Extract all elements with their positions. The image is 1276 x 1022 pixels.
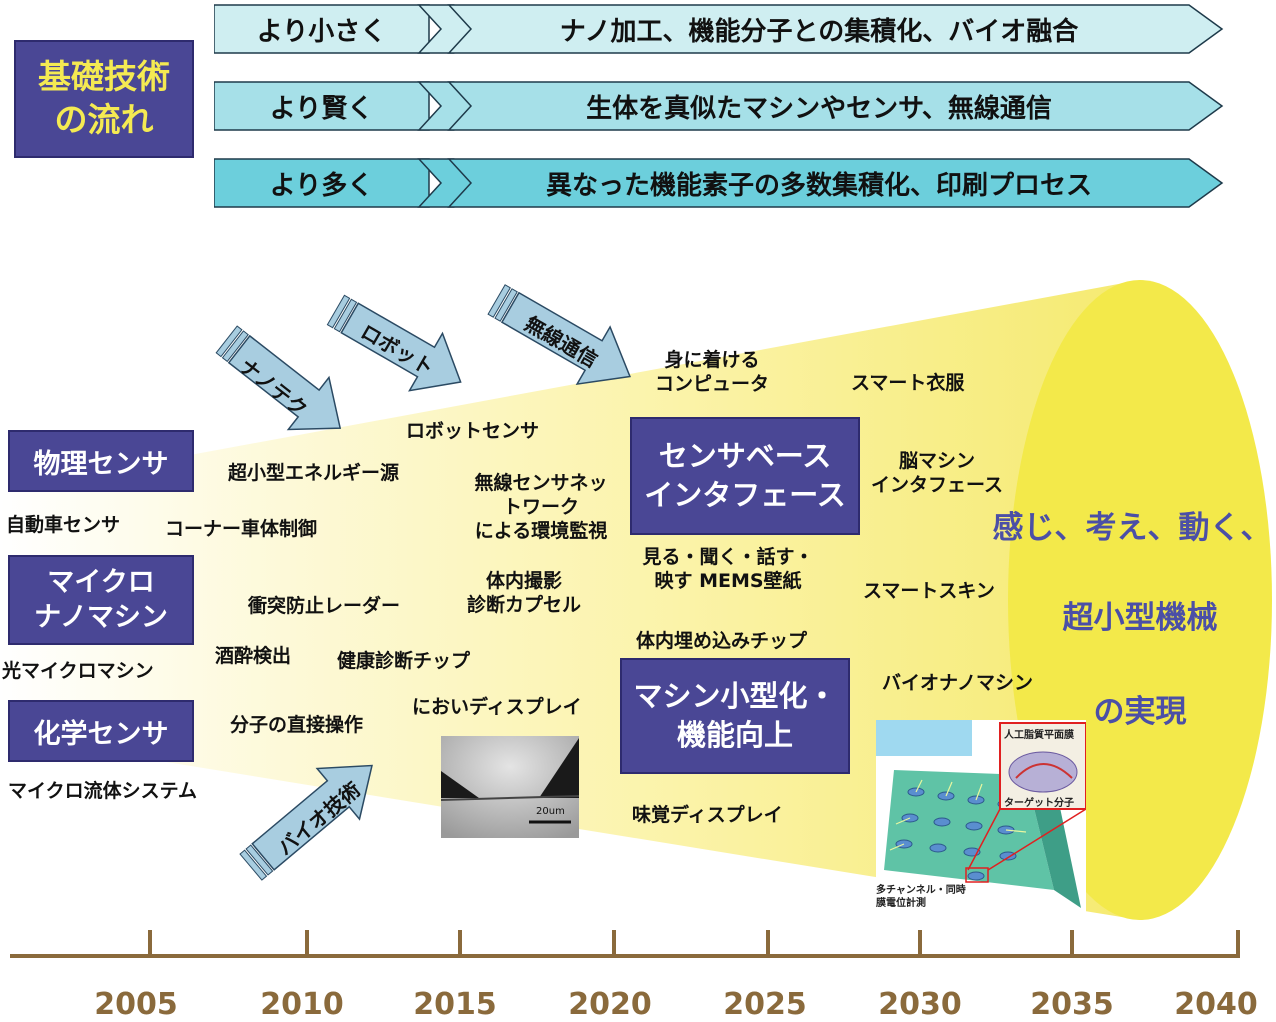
item-corner-control: コーナー車体制御 bbox=[165, 518, 318, 540]
header-title-line1: 基礎技術 bbox=[38, 57, 170, 97]
micrograph-scale-label: 20um bbox=[536, 806, 565, 817]
header-title-box: 基礎技術 の流れ bbox=[14, 40, 194, 158]
item-mems-line1: 見る・聞く・話す・ bbox=[642, 546, 814, 568]
membrane-label: 人工脂質平面膜 bbox=[1004, 730, 1074, 741]
item-mems-wallpaper: 見る・聞く・話す・ 映す MEMS壁紙 bbox=[628, 546, 828, 594]
flow-more-desc: 異なった機能素子の多数集積化、印刷プロセス bbox=[545, 170, 1092, 201]
flow-row-smaller: より小さく ナノ加工、機能分子との集積化、バイオ融合 bbox=[214, 3, 1224, 55]
timeline-axis bbox=[10, 930, 1240, 958]
item-microfluidic: マイクロ流体システム bbox=[8, 780, 198, 802]
goal-line3: の実現 bbox=[1093, 694, 1187, 730]
year-2040: 2040 bbox=[1174, 987, 1258, 1022]
item-health-chip: 健康診断チップ bbox=[337, 650, 471, 672]
item-capsule-line2: 診断カプセル bbox=[466, 593, 581, 616]
item-smell-display: においディスプレイ bbox=[412, 696, 582, 718]
item-smart-clothes: スマート衣服 bbox=[851, 372, 965, 394]
year-2035: 2035 bbox=[1030, 987, 1114, 1022]
target-molecule-label: ターゲット分子 bbox=[1004, 798, 1074, 809]
item-wsn-line1: 無線センサネッ bbox=[474, 472, 608, 494]
item-optical-micromachine: 光マイクロマシン bbox=[2, 660, 154, 682]
item-bio-nanomachine: バイオナノマシン bbox=[882, 672, 1034, 694]
item-wsn-line2: トワーク bbox=[502, 495, 579, 518]
miniaturization-box: マシン小型化・ 機能向上 bbox=[620, 658, 850, 774]
robot-arrow: ロボット bbox=[320, 282, 480, 412]
item-ultra-small-energy: 超小型エネルギー源 bbox=[228, 462, 400, 484]
flow-row-more: より多く 異なった機能素子の多数集積化、印刷プロセス bbox=[214, 157, 1224, 209]
item-wearable: 身に着ける コンピュータ bbox=[642, 349, 782, 397]
item-smart-skin: スマートスキン bbox=[863, 580, 995, 602]
year-2010: 2010 bbox=[260, 987, 344, 1022]
flow-smarter-desc: 生体を真似たマシンやセンサ、無線通信 bbox=[586, 93, 1052, 124]
item-wearable-line1: 身に着ける bbox=[664, 349, 760, 371]
year-2015: 2015 bbox=[413, 987, 497, 1022]
flow-row-smarter: より賢く 生体を真似たマシンやセンサ、無線通信 bbox=[214, 80, 1224, 132]
item-mems-line2: 映す MEMS壁紙 bbox=[654, 569, 802, 592]
bio-arrow: バイオ技術 bbox=[228, 745, 398, 885]
physical-sensor-box: 物理センサ bbox=[8, 430, 194, 492]
flow-more-label: より多く bbox=[269, 170, 374, 201]
item-capsule: 体内撮影 診断カプセル bbox=[456, 570, 592, 618]
micro-nano-box: マイクロ ナノマシン bbox=[8, 555, 194, 645]
item-drunk-detect: 酒酔検出 bbox=[215, 645, 292, 667]
miniaturization-line2: 機能向上 bbox=[676, 718, 793, 752]
micrograph-image: 20um bbox=[441, 736, 579, 838]
flow-smaller-desc: ナノ加工、機能分子との集積化、バイオ融合 bbox=[559, 16, 1079, 47]
year-2020: 2020 bbox=[568, 987, 652, 1022]
item-bmi: 脳マシン インタフェース bbox=[862, 450, 1012, 498]
item-bmi-line2: インタフェース bbox=[870, 473, 1004, 496]
item-collision-radar: 衝突防止レーダー bbox=[248, 595, 401, 617]
item-wearable-line2: コンピュータ bbox=[654, 372, 769, 395]
device-caption-line2: 膜電位計測 bbox=[876, 898, 926, 909]
item-robot-sensor: ロボットセンサ bbox=[406, 420, 540, 442]
device-caption: 多チャンネル・同時 膜電位計測 bbox=[876, 884, 966, 910]
item-molecule-operation: 分子の直接操作 bbox=[230, 714, 364, 736]
goal-line2: 超小型機械 bbox=[1062, 600, 1218, 636]
item-wsn-line3: による環境監視 bbox=[474, 519, 608, 542]
item-implant-chip: 体内埋め込みチップ bbox=[636, 630, 808, 652]
flow-smarter-label: より賢く bbox=[269, 93, 374, 124]
item-bmi-line1: 脳マシン bbox=[898, 450, 975, 472]
micro-nano-line2: ナノマシン bbox=[34, 602, 168, 633]
item-auto-sensor: 自動車センサ bbox=[6, 514, 121, 536]
header-title-line2: の流れ bbox=[54, 100, 154, 139]
goal-line1: 感じ、考え、動く、 bbox=[992, 510, 1272, 546]
miniaturization-line1: マシン小型化・ bbox=[633, 678, 837, 713]
chemical-sensor-box: 化学センサ bbox=[8, 700, 194, 762]
sensor-base-line2: インタフェース bbox=[644, 478, 846, 512]
flow-smaller-label: より小さく bbox=[256, 16, 387, 47]
item-taste-display: 味覚ディスプレイ bbox=[632, 804, 783, 826]
sensor-base-line1: センサベース bbox=[658, 438, 832, 473]
multichannel-device-image: 人工脂質平面膜 ターゲット分子 多チャンネル・同時 膜電位計測 bbox=[876, 720, 1086, 915]
micro-nano-line1: マイクロ bbox=[47, 566, 155, 598]
sensor-base-interface-box: センサベース インタフェース bbox=[630, 417, 860, 535]
nanotech-arrow: ナノテク bbox=[205, 320, 365, 450]
item-wsn: 無線センサネッ トワーク による環境監視 bbox=[466, 472, 616, 543]
year-2005: 2005 bbox=[94, 987, 178, 1022]
chemical-sensor-label: 化学センサ bbox=[33, 718, 169, 750]
item-capsule-line1: 体内撮影 bbox=[485, 570, 562, 592]
year-2025: 2025 bbox=[723, 987, 807, 1022]
physical-sensor-label: 物理センサ bbox=[33, 448, 169, 480]
device-caption-line1: 多チャンネル・同時 bbox=[876, 885, 966, 896]
wireless-arrow: 無線通信 bbox=[480, 272, 650, 407]
year-2030: 2030 bbox=[878, 987, 962, 1022]
